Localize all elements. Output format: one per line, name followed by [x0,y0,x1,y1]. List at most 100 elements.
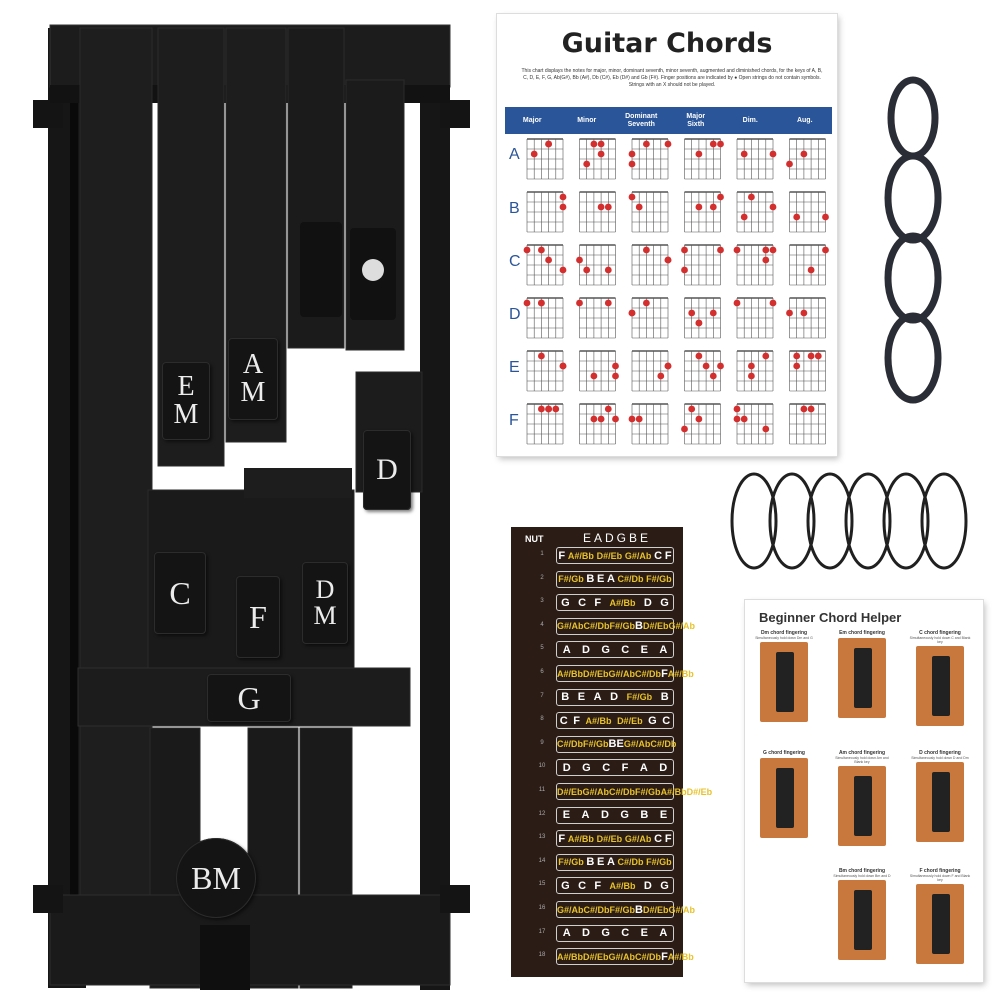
fret-number: 5 [540,645,544,652]
chord-diagram [681,244,724,286]
key-em[interactable]: E M [162,362,210,440]
row-letter-b: B [509,200,520,217]
chord-diagram [736,191,777,233]
fret-note: C [621,643,630,656]
finger-dot [664,256,672,264]
fret-note: G [648,714,657,727]
chord-diagram [523,297,564,339]
fret-note: D [643,596,652,609]
finger-dot [800,309,808,317]
fret-note: G#/Ab [624,833,652,844]
finger-dot [559,203,567,211]
row-letter-f: F [509,412,519,429]
helper-caption: D chord fingering [919,750,961,756]
finger-dot [762,246,770,254]
fret-note: B [635,903,643,916]
fret-note: C [602,761,611,774]
finger-dot [740,150,748,158]
strip-open-strings: EADGBE [582,531,651,545]
finger-dot [733,405,741,413]
fret-note: F#/Gb [609,621,636,632]
fret-note: D#/Eb [557,786,583,797]
fret-note: D [600,809,609,822]
finger-dot [769,203,777,211]
key-g[interactable]: G [207,674,291,722]
finger-dot [807,266,815,274]
fret-number: 2 [540,574,544,581]
fretboard-photo [838,638,886,718]
chord-diagram [733,403,774,445]
finger-dot [576,299,583,307]
fret-note: D [659,761,668,774]
finger-dot [681,266,688,274]
finger-dot [545,140,552,148]
finger-dot [800,150,808,158]
finger-dot [681,246,688,254]
chord-diagram [684,191,724,233]
finger-dot [628,415,636,423]
fretboard-photo [838,766,886,846]
fret-number: 14 [538,857,546,864]
key-bm[interactable]: BM [176,838,256,918]
chord-helper-device: E M A M D C F D M G BM [0,0,480,1000]
key-c[interactable]: C [154,552,206,634]
fret-number: 17 [538,928,546,935]
fretboard-photo [838,880,886,960]
finger-dot [748,193,755,201]
finger-dot [769,150,777,158]
fret-note: A#/Bb [585,715,612,726]
fret-note: C [621,927,630,940]
fret-number: 4 [540,621,544,628]
finger-dot [590,415,598,423]
fret-note: C [654,549,663,562]
chord-diagram [733,297,777,339]
fret-number: 6 [540,669,544,675]
finger-dot [717,246,724,254]
finger-dot [604,405,612,413]
fret-note: C#/Db [609,786,636,797]
finger-dot [748,362,755,370]
helper-cell: Em chord fingering [831,630,893,718]
fret-note: B [586,856,595,869]
fretboard-photo [916,646,964,726]
row-letter-d: D [509,306,521,323]
fret-note: A#/Bb [609,597,636,608]
chord-diagram [631,244,672,286]
column-major: Major [522,116,542,124]
chord-diagram [786,138,826,180]
chord-diagram [736,138,777,180]
fret-number: 3 [540,598,544,605]
fret-note: F [594,879,602,892]
finger-dot [657,372,665,380]
fret-note: G#/Ab [557,621,584,632]
finger-dot [822,246,829,254]
chord-diagram [526,350,567,392]
column-aug: Aug. [796,116,813,124]
fret-note: F [664,549,672,562]
fret-note: A [659,643,668,656]
finger-dot [695,319,703,327]
finger-dot [695,203,703,211]
fret-note: D#/Eb [617,715,643,726]
fret-note: B [635,620,643,633]
fret-note: C#/Db [583,621,610,632]
finger-dot [597,203,605,211]
key-f[interactable]: F [236,576,280,658]
key-dm[interactable]: D M [302,562,348,644]
key-d[interactable]: D [363,430,411,510]
helper-caption: F chord fingering [919,868,961,874]
beginner-chord-helper-card: Beginner Chord Helper Dm chord fingering… [745,600,983,982]
key-am[interactable]: A M [228,338,278,420]
chord-diagram [576,297,616,339]
column-dim: Dim. [742,116,758,124]
fret-note: C#/Db [617,574,644,585]
finger-dot [523,299,531,307]
chord-diagram [786,297,826,339]
finger-dot [762,425,770,433]
finger-dot [597,150,605,158]
chord-diagram [733,244,777,286]
